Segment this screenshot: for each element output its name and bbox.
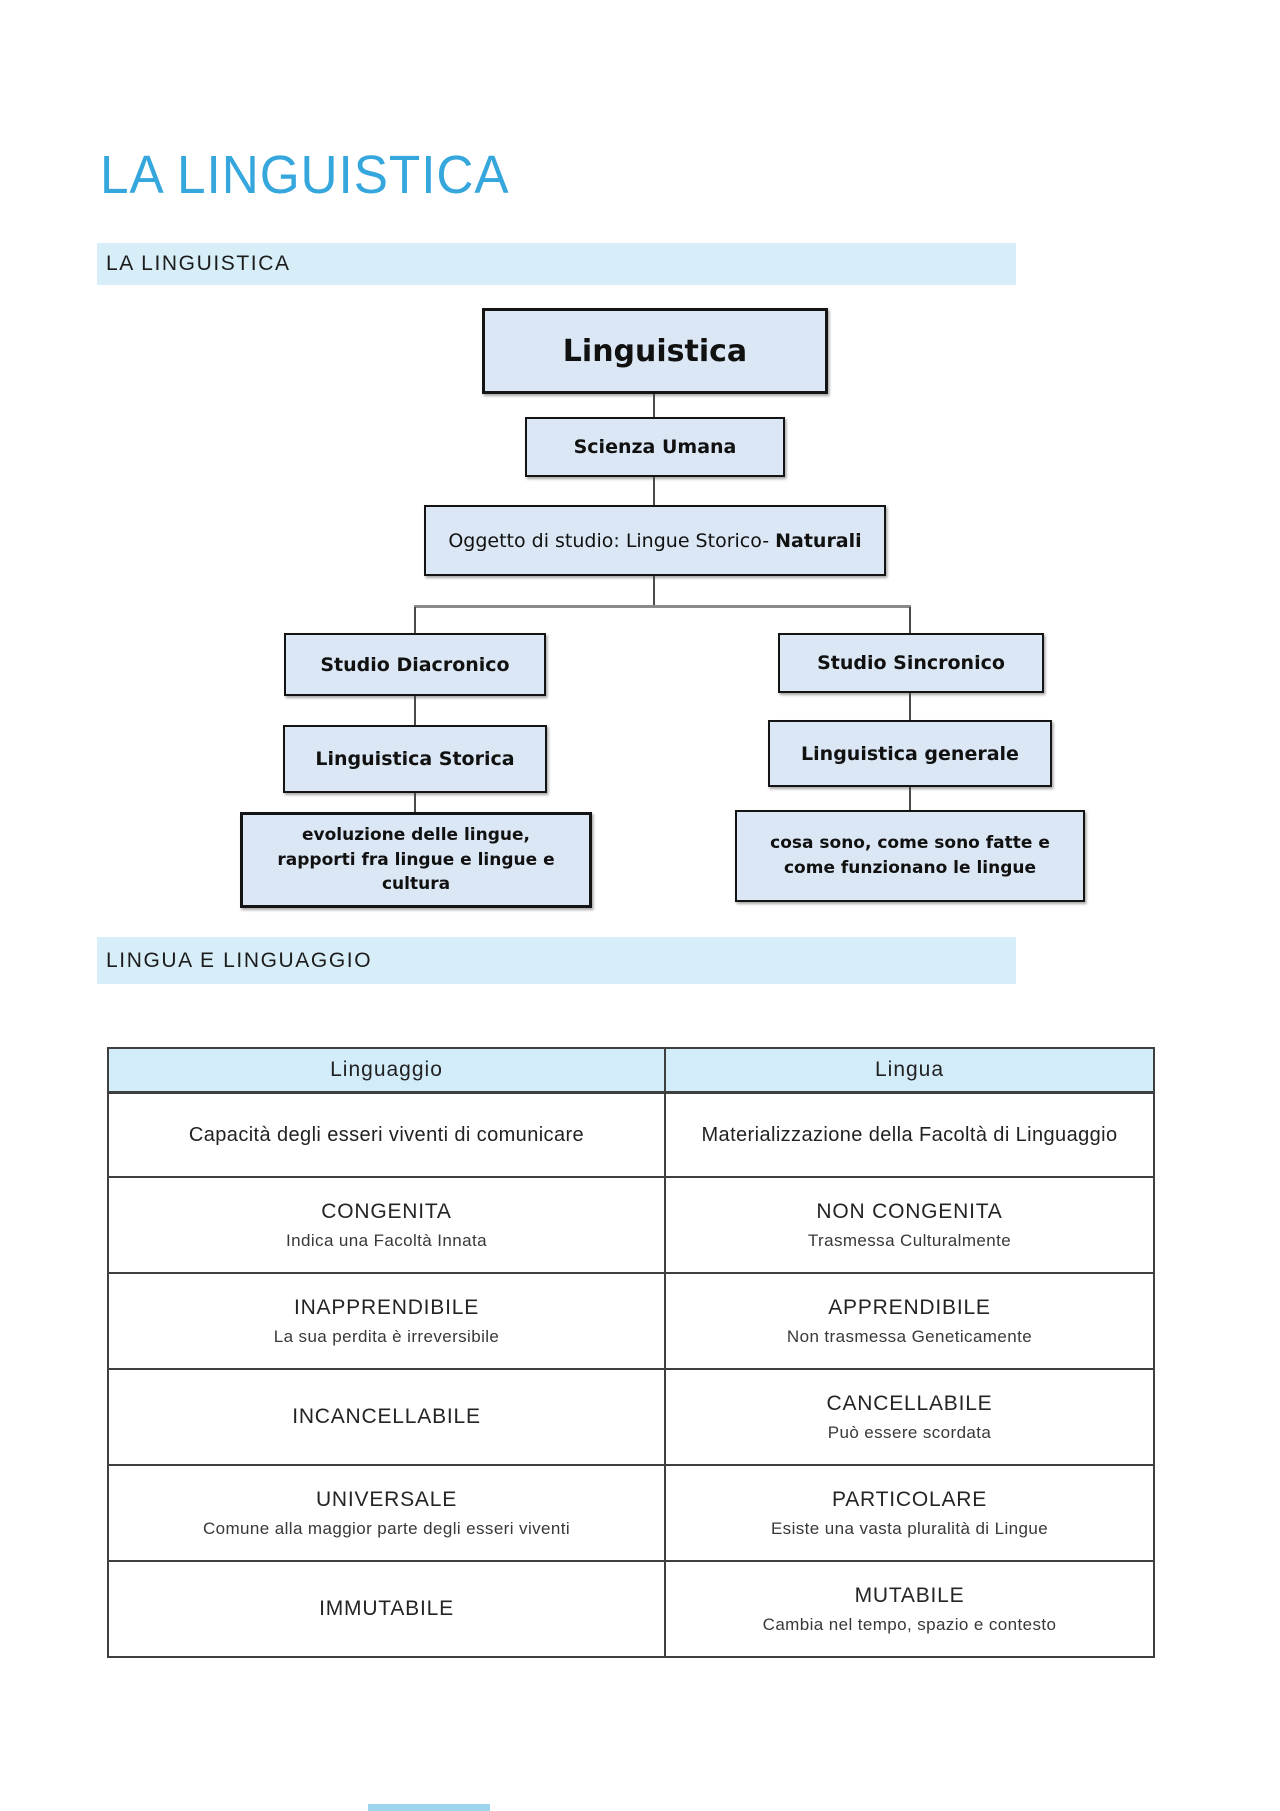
diagram-box-studio-diacronico: Studio Diacronico xyxy=(284,633,546,696)
cell-subtitle: Può essere scordata xyxy=(827,1422,992,1442)
lingua-linguaggio-table: Linguaggio Lingua Capacità degli esseri … xyxy=(107,1047,1155,1658)
table-cell: NON CONGENITA Trasmessa Culturalmente xyxy=(666,1178,1153,1272)
table-cell: APPRENDIBILE Non trasmessa Geneticamente xyxy=(666,1274,1153,1368)
cell-title: APPRENDIBILE xyxy=(828,1295,991,1319)
connector-line xyxy=(909,607,911,633)
page-title: LA LINGUISTICA xyxy=(100,145,510,205)
table-cell: INAPPRENDIBILE La sua perdita è irrevers… xyxy=(109,1274,666,1368)
diagram-box-linguistica-storica: Linguistica Storica xyxy=(283,725,547,793)
table-cell: PARTICOLARE Esiste una vasta pluralità d… xyxy=(666,1466,1153,1560)
table-row: INAPPRENDIBILE La sua perdita è irrevers… xyxy=(109,1272,1153,1368)
cell-subtitle: Esiste una vasta pluralità di Lingue xyxy=(770,1518,1049,1538)
table-cell: MUTABILE Cambia nel tempo, spazio e cont… xyxy=(666,1562,1153,1656)
table-header-row: Linguaggio Lingua xyxy=(109,1049,1153,1092)
cell-title: PARTICOLARE xyxy=(831,1487,988,1511)
diagram-box-description-left: evoluzione delle lingue, rapporti fra li… xyxy=(240,812,592,908)
cell-title: UNIVERSALE xyxy=(315,1487,458,1511)
cell-title: NON CONGENITA xyxy=(816,1199,1003,1223)
cell-subtitle: Indica una Facoltà Innata xyxy=(286,1230,487,1250)
table-cell: IMMUTABILE xyxy=(109,1562,666,1656)
definition-cell-left: Capacità degli esseri viventi di comunic… xyxy=(109,1094,666,1176)
section-heading-label: LA LINGUISTICA xyxy=(106,252,291,275)
connector-line xyxy=(414,607,416,633)
cell-subtitle: Trasmessa Culturalmente xyxy=(807,1230,1012,1250)
cell-title: IMMUTABILE xyxy=(319,1597,454,1620)
object-bold: Naturali xyxy=(775,529,862,552)
diagram-box-linguistica-generale: Linguistica generale xyxy=(768,720,1052,787)
table-cell: INCANCELLABILE xyxy=(109,1370,666,1464)
cell-subtitle: La sua perdita è irreversibile xyxy=(273,1326,500,1346)
diagram-box-description-right: cosa sono, come sono fatte e come funzio… xyxy=(735,810,1085,902)
page-break-sliver xyxy=(368,1804,490,1811)
cell-subtitle: Cambia nel tempo, spazio e contesto xyxy=(762,1614,1057,1634)
connector-line xyxy=(909,787,911,810)
connector-line xyxy=(414,696,416,725)
cell-subtitle: Comune alla maggior parte degli esseri v… xyxy=(202,1518,571,1538)
connector-line xyxy=(653,576,655,605)
object-text: Oggetto di studio: Lingue Storico- Natur… xyxy=(448,530,861,552)
connector-line xyxy=(414,793,416,812)
diagram-box-root: Linguistica xyxy=(482,308,828,394)
cell-title: INAPPRENDIBILE xyxy=(293,1295,480,1319)
cell-title: INCANCELLABILE xyxy=(292,1405,481,1428)
section-heading-label: LINGUA E LINGUAGGIO xyxy=(106,948,373,972)
table-row: CONGENITA Indica una Facoltà Innata NON … xyxy=(109,1176,1153,1272)
table-row: UNIVERSALE Comune alla maggior parte deg… xyxy=(109,1464,1153,1560)
section-heading-la-linguistica: LA LINGUISTICA xyxy=(97,243,1016,285)
connector-line xyxy=(653,477,655,505)
table-row: IMMUTABILE MUTABILE Cambia nel tempo, sp… xyxy=(109,1560,1153,1656)
branch-line xyxy=(414,605,911,608)
cell-title: CONGENITA xyxy=(321,1199,452,1223)
table-cell: CONGENITA Indica una Facoltà Innata xyxy=(109,1178,666,1272)
definition-cell-right: Materializzazione della Facoltà di Lingu… xyxy=(701,1123,1118,1146)
table-row: INCANCELLABILE CANCELLABILE Può essere s… xyxy=(109,1368,1153,1464)
column-header-linguaggio: Linguaggio xyxy=(109,1049,666,1091)
linguistics-flowchart: Linguistica Scienza Umana Oggetto di stu… xyxy=(240,308,1085,908)
cell-title: MUTABILE xyxy=(854,1583,965,1607)
diagram-box-studio-sincronico: Studio Sincronico xyxy=(778,633,1044,693)
connector-line xyxy=(653,394,655,417)
connector-line xyxy=(909,693,911,720)
table-row: Capacità degli esseri viventi di comunic… xyxy=(109,1092,1153,1176)
object-prefix: Oggetto di studio: Lingue Storico- xyxy=(448,529,776,552)
cell-subtitle: Non trasmessa Geneticamente xyxy=(786,1326,1033,1346)
section-heading-lingua-e-linguaggio: LINGUA E LINGUAGGIO xyxy=(97,937,1016,984)
column-header-lingua: Lingua xyxy=(874,1058,945,1081)
cell-title: CANCELLABILE xyxy=(826,1391,993,1415)
table-cell: UNIVERSALE Comune alla maggior parte deg… xyxy=(109,1466,666,1560)
table-cell: CANCELLABILE Può essere scordata xyxy=(666,1370,1153,1464)
diagram-box-scienza-umana: Scienza Umana xyxy=(525,417,785,477)
diagram-box-oggetto-di-studio: Oggetto di studio: Lingue Storico- Natur… xyxy=(424,505,886,576)
